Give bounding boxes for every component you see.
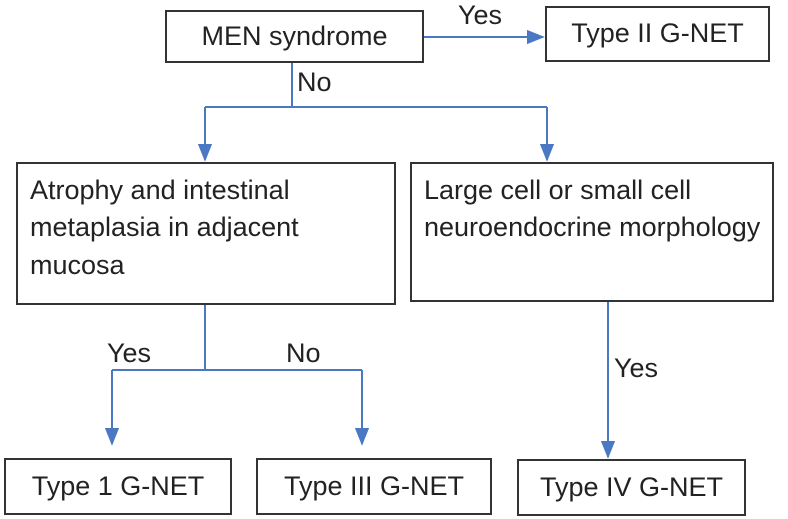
label-men-yes: Yes: [458, 0, 503, 30]
label-atrophy-yes: Yes: [107, 338, 152, 368]
node-type-1-gnet: Type 1 G-NET: [4, 458, 232, 515]
node-men-syndrome: MEN syndrome: [165, 10, 424, 63]
node-large-cell: Large cell or small cell neuroendocrine …: [410, 162, 774, 302]
node-type-iv-gnet: Type IV G-NET: [517, 459, 746, 516]
node-type-iii-gnet: Type III G-NET: [256, 458, 492, 515]
label-men-no: No: [297, 67, 332, 97]
label-atrophy-no: No: [286, 338, 321, 368]
node-type-ii-gnet: Type II G-NET: [545, 6, 770, 62]
label-large-cell-yes: Yes: [614, 353, 659, 383]
node-atrophy: Atrophy and intestinal metaplasia in adj…: [16, 162, 396, 305]
